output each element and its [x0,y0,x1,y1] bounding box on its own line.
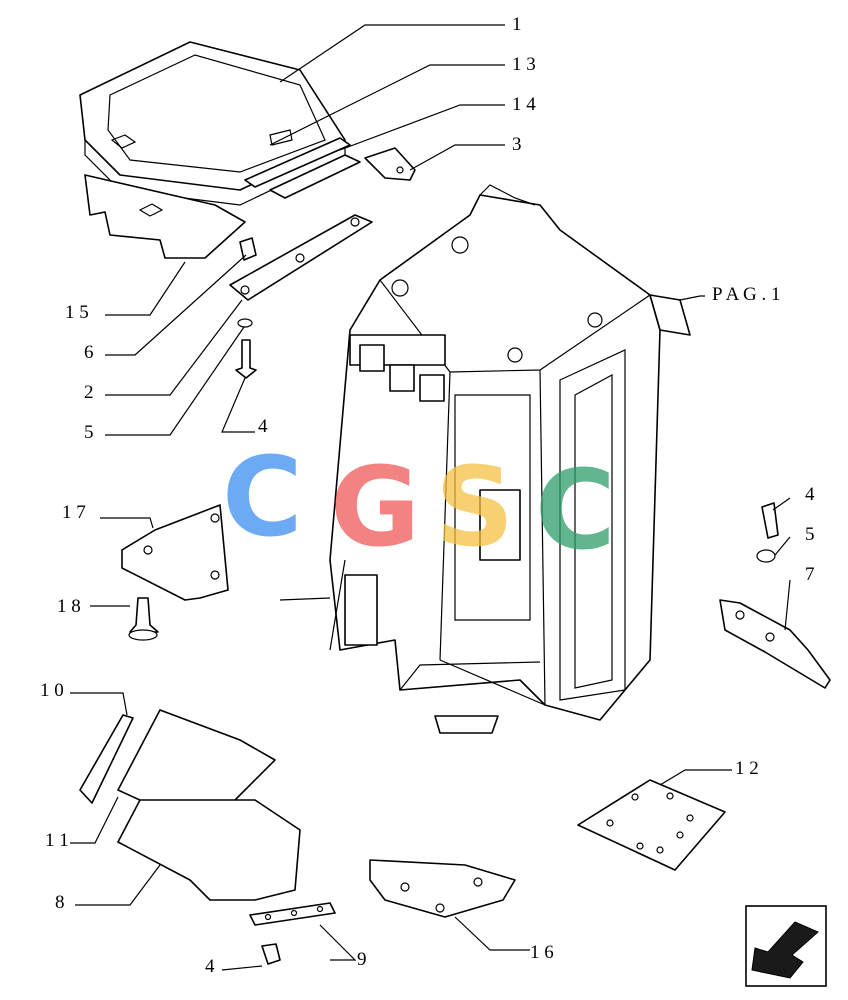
callout-5: 5 [84,422,94,443]
callout-9: 9 [357,949,367,970]
back-button[interactable] [745,905,827,987]
callout-4-right: 4 [805,484,815,505]
callout-1: 1 [512,14,522,35]
panel-16 [369,859,516,918]
strip-10 [79,714,134,804]
seal-strip [244,137,351,188]
callout-14: 1 4 [512,94,536,115]
watermark-letter-c1: C [222,433,303,561]
callout-18: 1 8 [57,596,81,617]
callout-16: 1 6 [530,942,554,963]
screw-4c [261,943,281,965]
plate-12 [577,779,726,871]
callout-3: 3 [512,134,522,155]
callout-15: 1 5 [65,302,89,323]
callout-5-right: 5 [805,524,815,545]
screw-4 [235,339,257,379]
callout-labels: 1 1 3 1 4 3 P A G . 1 1 5 6 2 5 4 1 7 1 … [40,14,815,977]
bracket-plate [364,147,416,181]
callout-7: 7 [805,564,815,585]
leader-lines [70,24,791,971]
callout-2: 2 [84,382,94,403]
watermark-letter-g: G [330,443,420,571]
washer-5 [237,318,253,328]
callout-12: 1 2 [735,758,759,779]
floor-mat-8 [117,799,301,901]
side-panel-17 [121,504,229,601]
watermark-letter-s: S [435,443,514,571]
trim-strip [269,154,361,199]
callout-6: 6 [84,342,94,363]
watermark: C G S C [222,433,616,574]
bracket-7 [719,599,831,689]
cab-frame [279,184,691,734]
washer-5b [756,549,776,563]
callout-4: 4 [258,416,268,437]
callout-10: 1 0 [40,680,64,701]
arrow-back-icon [751,921,819,979]
callout-4-bottom: 4 [205,956,215,977]
callout-8: 8 [55,892,65,913]
callout-17: 1 7 [62,502,86,523]
callout-pag-1: P A G . 1 [712,284,780,305]
callout-11: 1 1 [45,830,69,851]
watermark-letter-c2: C [535,446,616,574]
headliner-panel [84,174,246,259]
plug-6 [239,237,257,261]
push-rivet-18 [129,597,159,633]
callout-13: 1 3 [512,54,536,75]
screw-4b [761,502,779,539]
